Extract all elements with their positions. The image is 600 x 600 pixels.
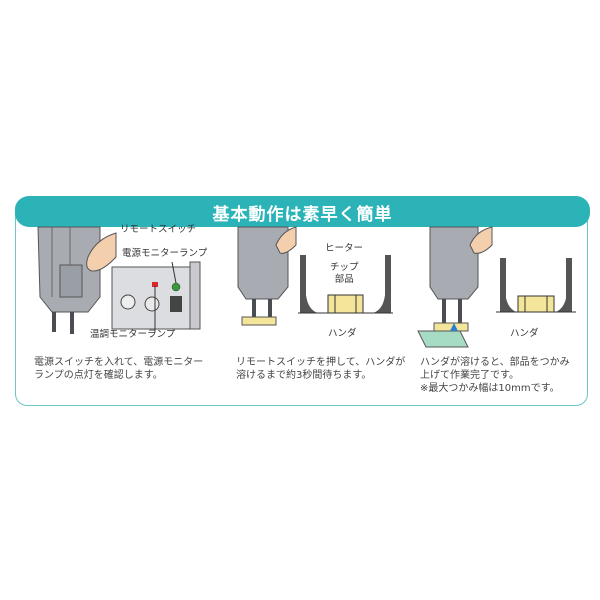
power-lamp-icon bbox=[171, 282, 181, 292]
tweezer-tool-illustration-3 bbox=[417, 226, 493, 348]
label-chip-part: チップ 部品 bbox=[330, 262, 359, 285]
controller-box-illustration bbox=[111, 261, 201, 332]
tweezer-tool-illustration-1 bbox=[37, 226, 117, 334]
tweezer-tool-illustration-2 bbox=[237, 226, 297, 326]
heater-chip-diagram bbox=[298, 255, 393, 314]
step-3-caption: ハンダが溶けると、部品をつかみ 上げて作業完了です。 ※最大つかみ幅は10mmで… bbox=[420, 357, 570, 394]
step-2-caption: リモートスイッチを押して、ハンダが 溶けるまで約3秒間待ちます。 bbox=[236, 357, 406, 381]
label-power-monitor-lamp: 電源モニターランプ bbox=[122, 248, 208, 259]
temp-lamp-icon bbox=[152, 282, 158, 287]
header-bar: 基本動作は素早く簡単 bbox=[15, 196, 590, 227]
label-heater: ヒーター bbox=[325, 243, 364, 254]
label-solder-3: ハンダ bbox=[510, 328, 539, 339]
label-remote-switch: リモートスイッチ bbox=[120, 224, 197, 235]
label-solder: ハンダ bbox=[328, 328, 357, 339]
page-title: 基本動作は素早く簡単 bbox=[212, 205, 393, 225]
label-temp-monitor-lamp: 温調モニターランプ bbox=[90, 329, 176, 340]
solder-release-diagram bbox=[496, 258, 576, 313]
step-1-caption: 電源スイッチを入れて、電源モニター ランプの点灯を確認します。 bbox=[34, 357, 204, 381]
